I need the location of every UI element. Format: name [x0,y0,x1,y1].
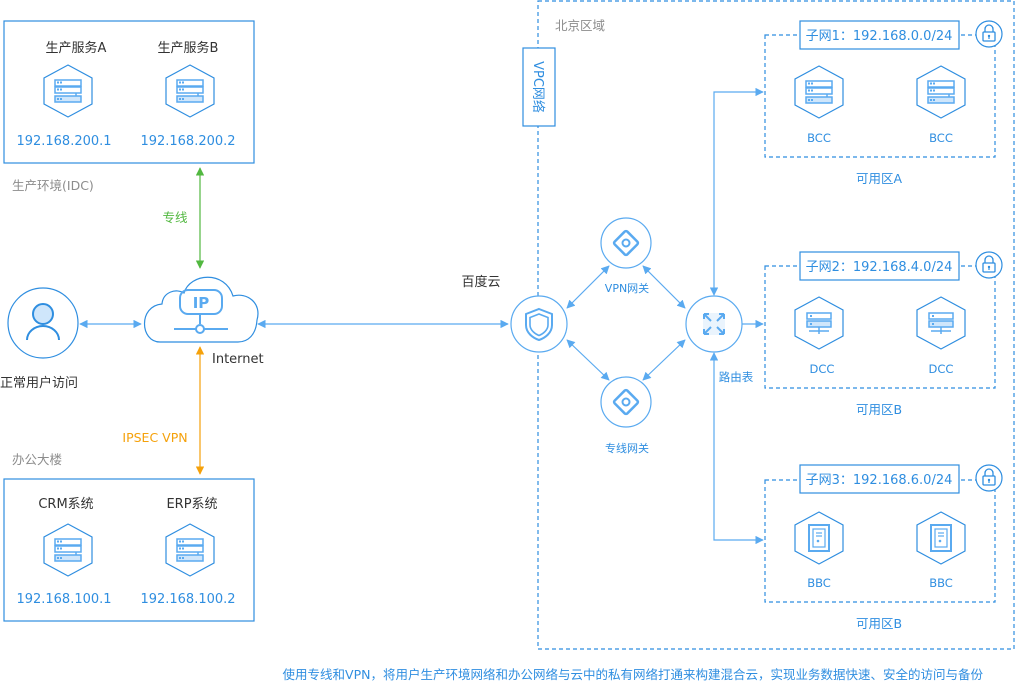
bbc-icon [916,511,966,565]
subnet-2: 子网2：192.168.4.0/24 DCC DCC 可用区B [764,251,1003,417]
subnet-2-label: 子网2：192.168.4.0/24 [806,260,953,275]
internet-node: IP Internet [144,276,264,367]
subnet-3-instance-1: BBC [807,576,831,590]
subnet-2-instance-2: DCC [929,362,954,376]
shield-icon [525,307,553,342]
vpn-route-connector [642,265,686,309]
route-subnet1-connector [709,87,764,296]
user-label: 正常用户访问 [0,375,78,391]
cloud-shape [144,276,259,343]
route-table-node: 路由表 [685,295,754,384]
subnet-2-zone: 可用区B [856,402,902,417]
idc-server-b-name: 生产服务B [158,40,219,56]
idc-region-label: 生产环境(IDC) [12,178,94,193]
lock-icon [975,251,1003,279]
subnet-3: 子网3：192.168.6.0/24 BBC BBC 可用区B [764,464,1003,631]
vpn-gateway-node: VPN网关 [599,216,653,295]
subnet-3-zone: 可用区B [856,616,902,631]
subnet-1-instance-1: BCC [807,131,831,145]
shield-dedicated-connector [566,339,610,381]
dedicated-gateway-label: 专线网关 [605,441,649,455]
lock-icon [975,20,1003,48]
idc-box [3,20,255,164]
server-icon [43,523,93,577]
vpn-gateway-label: VPN网关 [605,281,649,295]
dedicated-line-label: 专线 [162,210,188,225]
route-subnet3-connector [709,352,764,545]
office-server-crm-ip: 192.168.100.1 [16,592,111,607]
ipsec-vpn-label: IPSEC VPN [122,430,187,445]
subnet-2-box [764,265,996,389]
bcc-icon [794,65,844,119]
office-region-label: 办公大楼 [12,452,62,467]
subnet-3-label: 子网3：192.168.6.0/24 [806,473,953,488]
subnet-3-box [764,479,996,603]
office-server-erp-ip: 192.168.100.2 [140,592,235,607]
dedicated-route-connector [642,339,686,381]
user-icon [26,303,60,341]
idc-server-b-ip: 192.168.200.2 [140,134,235,149]
ip-icon-text: IP [193,294,210,312]
bcc-icon [916,65,966,119]
shield-vpn-connector [566,265,610,309]
user-node: 正常用户访问 [0,287,79,391]
subnet-1-box [764,34,996,158]
subnet-3-instance-2: BBC [929,576,953,590]
idc-region: 生产服务A 生产服务B 192.168.200.1 192.168.200.2 … [3,20,255,193]
subnet-2-label-box [799,251,960,281]
route-table-label: 路由表 [719,370,754,384]
vpc-label-box [522,47,556,127]
vpc-label: VPC网络 [530,61,546,113]
subnet-3-label-box [799,464,960,494]
subnet-2-instance-1: DCC [810,362,835,376]
dedicated-gateway-node: 专线网关 [599,375,653,455]
gateway-icon [599,216,653,270]
dcc-icon [916,296,966,350]
internet-label: Internet [212,352,264,367]
server-icon [165,64,215,118]
baidu-cloud-label: 百度云 [461,274,500,290]
diagram-caption: 使用专线和VPN，将用户生产环境网络和办公网络与云中的私有网络打通来构建混合云，… [283,667,984,682]
idc-server-a-name: 生产服务A [46,40,107,56]
office-box [3,478,255,622]
gateway-icon [599,375,653,429]
server-icon [165,523,215,577]
beijing-region-box [537,0,1015,650]
subnet-1-label: 子网1：192.168.0.0/24 [806,29,953,44]
security-node [510,295,568,353]
route-icon [703,313,725,335]
lock-icon [975,464,1003,492]
subnet-1: 子网1：192.168.0.0/24 BCC BCC 可用区A [764,20,1003,186]
office-region: 办公大楼 CRM系统 ERP系统 192.168.100.1 192.168.1… [3,452,255,622]
server-icon [43,64,93,118]
beijing-region-label: 北京区域 [555,18,605,33]
office-server-crm-name: CRM系统 [38,497,93,512]
office-server-erp-name: ERP系统 [166,497,217,512]
subnet-1-zone: 可用区A [856,171,903,186]
bbc-icon [794,511,844,565]
idc-server-a-ip: 192.168.200.1 [16,134,111,149]
subnet-1-instance-2: BCC [929,131,953,145]
dcc-icon [794,296,844,350]
subnet-1-label-box [799,20,960,50]
